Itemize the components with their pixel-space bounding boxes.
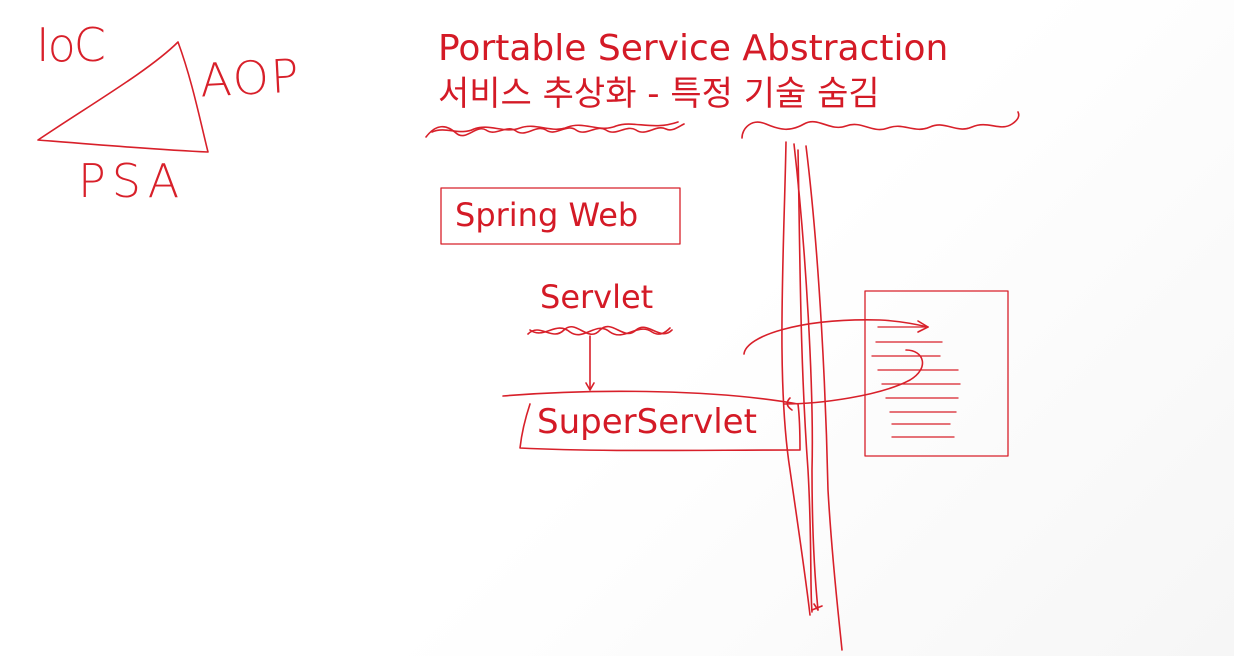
servlet-underline [527,325,673,336]
link-arrow-top [743,319,929,355]
super-servlet-label: SuperServlet [537,402,757,442]
document-icon [864,290,1009,457]
vertical-divider-1 [781,141,811,616]
servlet-label: Servlet [540,278,654,316]
document-lines [871,326,961,438]
link-arrow-bottom [783,349,924,405]
heading-underline-left [425,123,685,138]
heading-english: Portable Service Abstraction [438,28,949,69]
spring-web-label: Spring Web [455,196,639,234]
vertical-divider-3 [805,145,843,651]
aop-label: AOP [198,48,302,108]
ioc-label: IoC [36,18,106,72]
spring-web-box [440,187,681,245]
vertical-divider-2 [793,143,819,611]
heading-underline-right [741,111,1020,139]
psa-label: PSA [78,154,186,208]
super-servlet-box [502,390,801,452]
heading-korean: 서비스 추상화 - 특정 기술 숨김 [438,74,880,114]
triangle-sketch [37,41,209,153]
